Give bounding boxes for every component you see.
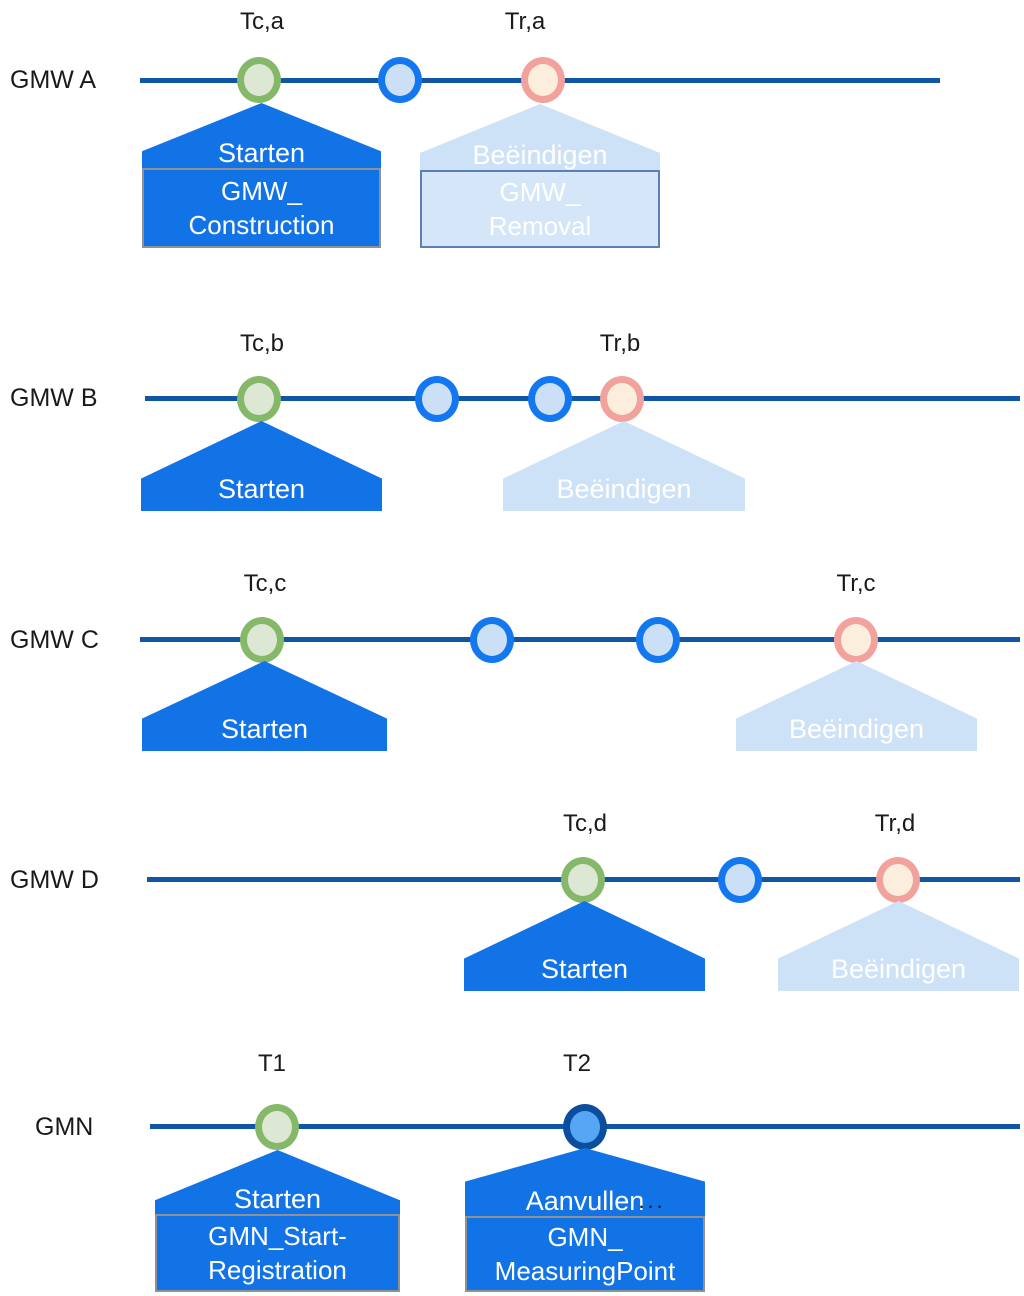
construction-event-marker (240, 617, 284, 663)
intermediate-event-marker (718, 857, 762, 903)
gmn-start-registration-line1: GMN_Start- (208, 1221, 347, 1251)
row-label-gmw-d: GMW D (10, 866, 99, 894)
gmw-construction-box: GMW_ Construction (142, 168, 381, 248)
removal-event-marker (834, 617, 878, 663)
time-label-t1: T1 (257, 1050, 286, 1077)
beeindigen-callout-label: Beëindigen (788, 714, 925, 744)
gmn-measuring-point-line2: MeasuringPoint (494, 1256, 676, 1286)
starten-callout: Starten (142, 103, 381, 172)
aanvullen-callout-label: Aanvullen (525, 1186, 645, 1216)
beeindigen-callout: Beëindigen (420, 104, 660, 174)
gmn-measuring-point-line1: GMN_ (547, 1222, 623, 1252)
intermediate-event-marker (528, 376, 572, 422)
gmw-removal-box: GMW_ Removal (420, 170, 660, 248)
timeline-gmw-b (145, 396, 1020, 401)
row-label-gmw-b: GMW B (10, 384, 98, 412)
starten-callout: Starten (142, 661, 387, 751)
beeindigen-callout-label: Beëindigen (830, 954, 967, 984)
beeindigen-callout-label: Beëindigen (472, 140, 608, 170)
time-label-tr-a: Tr,a (504, 8, 546, 35)
time-label-tr-c: Tr,c (836, 570, 876, 597)
time-label-tc-a: Tc,a (239, 8, 284, 35)
starten-callout-label: Starten (217, 474, 306, 504)
starten-callout: Starten (464, 901, 705, 991)
time-label-tc-d: Tc,d (562, 810, 607, 837)
beeindigen-callout: Beëindigen (778, 901, 1019, 991)
intermediate-event-marker (415, 376, 459, 422)
starten-callout-label: Starten (220, 714, 309, 744)
ellipsis-annotation: ... (638, 1188, 666, 1213)
intermediate-event-marker (636, 617, 680, 663)
gmw-removal-line2: Removal (488, 211, 592, 241)
measuring-point-event-marker (563, 1104, 607, 1150)
starten-callout: Starten (141, 421, 382, 511)
row-label-gmw-a: GMW A (10, 66, 97, 94)
timeline-gmw-c (140, 637, 1020, 642)
starten-callout-label: Starten (233, 1184, 322, 1214)
gmn-start-registration-line2: Registration (208, 1255, 347, 1285)
gmw-removal-line1: GMW_ (499, 177, 581, 207)
removal-event-marker (876, 857, 920, 903)
starten-callout-label: Starten (217, 138, 306, 168)
time-label-tr-b: Tr,b (599, 330, 641, 357)
starten-callout-label: Starten (540, 954, 629, 984)
start-registration-event-marker (255, 1104, 299, 1150)
time-label-t2: T2 (562, 1050, 591, 1077)
construction-event-marker (561, 857, 605, 903)
starten-callout: Starten (155, 1150, 400, 1217)
construction-event-marker (237, 57, 281, 103)
gmn-measuring-point-box: GMN_ MeasuringPoint (465, 1216, 705, 1292)
removal-event-marker (600, 376, 644, 422)
gmn-start-registration-box: GMN_Start- Registration (155, 1214, 400, 1292)
beeindigen-callout: Beëindigen (503, 421, 745, 511)
gmw-construction-line2: Construction (188, 210, 335, 240)
removal-event-marker (521, 57, 565, 103)
beeindigen-callout-label: Beëindigen (556, 474, 692, 504)
gmw-construction-line1: GMW_ (221, 176, 302, 206)
beeindigen-callout: Beëindigen (736, 661, 977, 751)
row-label-gmw-c: GMW C (10, 626, 99, 654)
time-label-tc-b: Tc,b (239, 330, 284, 357)
time-label-tr-d: Tr,d (874, 810, 916, 837)
construction-event-marker (237, 376, 281, 422)
row-label-gmn: GMN (35, 1113, 94, 1141)
intermediate-event-marker (470, 617, 514, 663)
intermediate-event-marker (378, 57, 422, 103)
time-label-tc-c: Tc,c (243, 570, 287, 597)
